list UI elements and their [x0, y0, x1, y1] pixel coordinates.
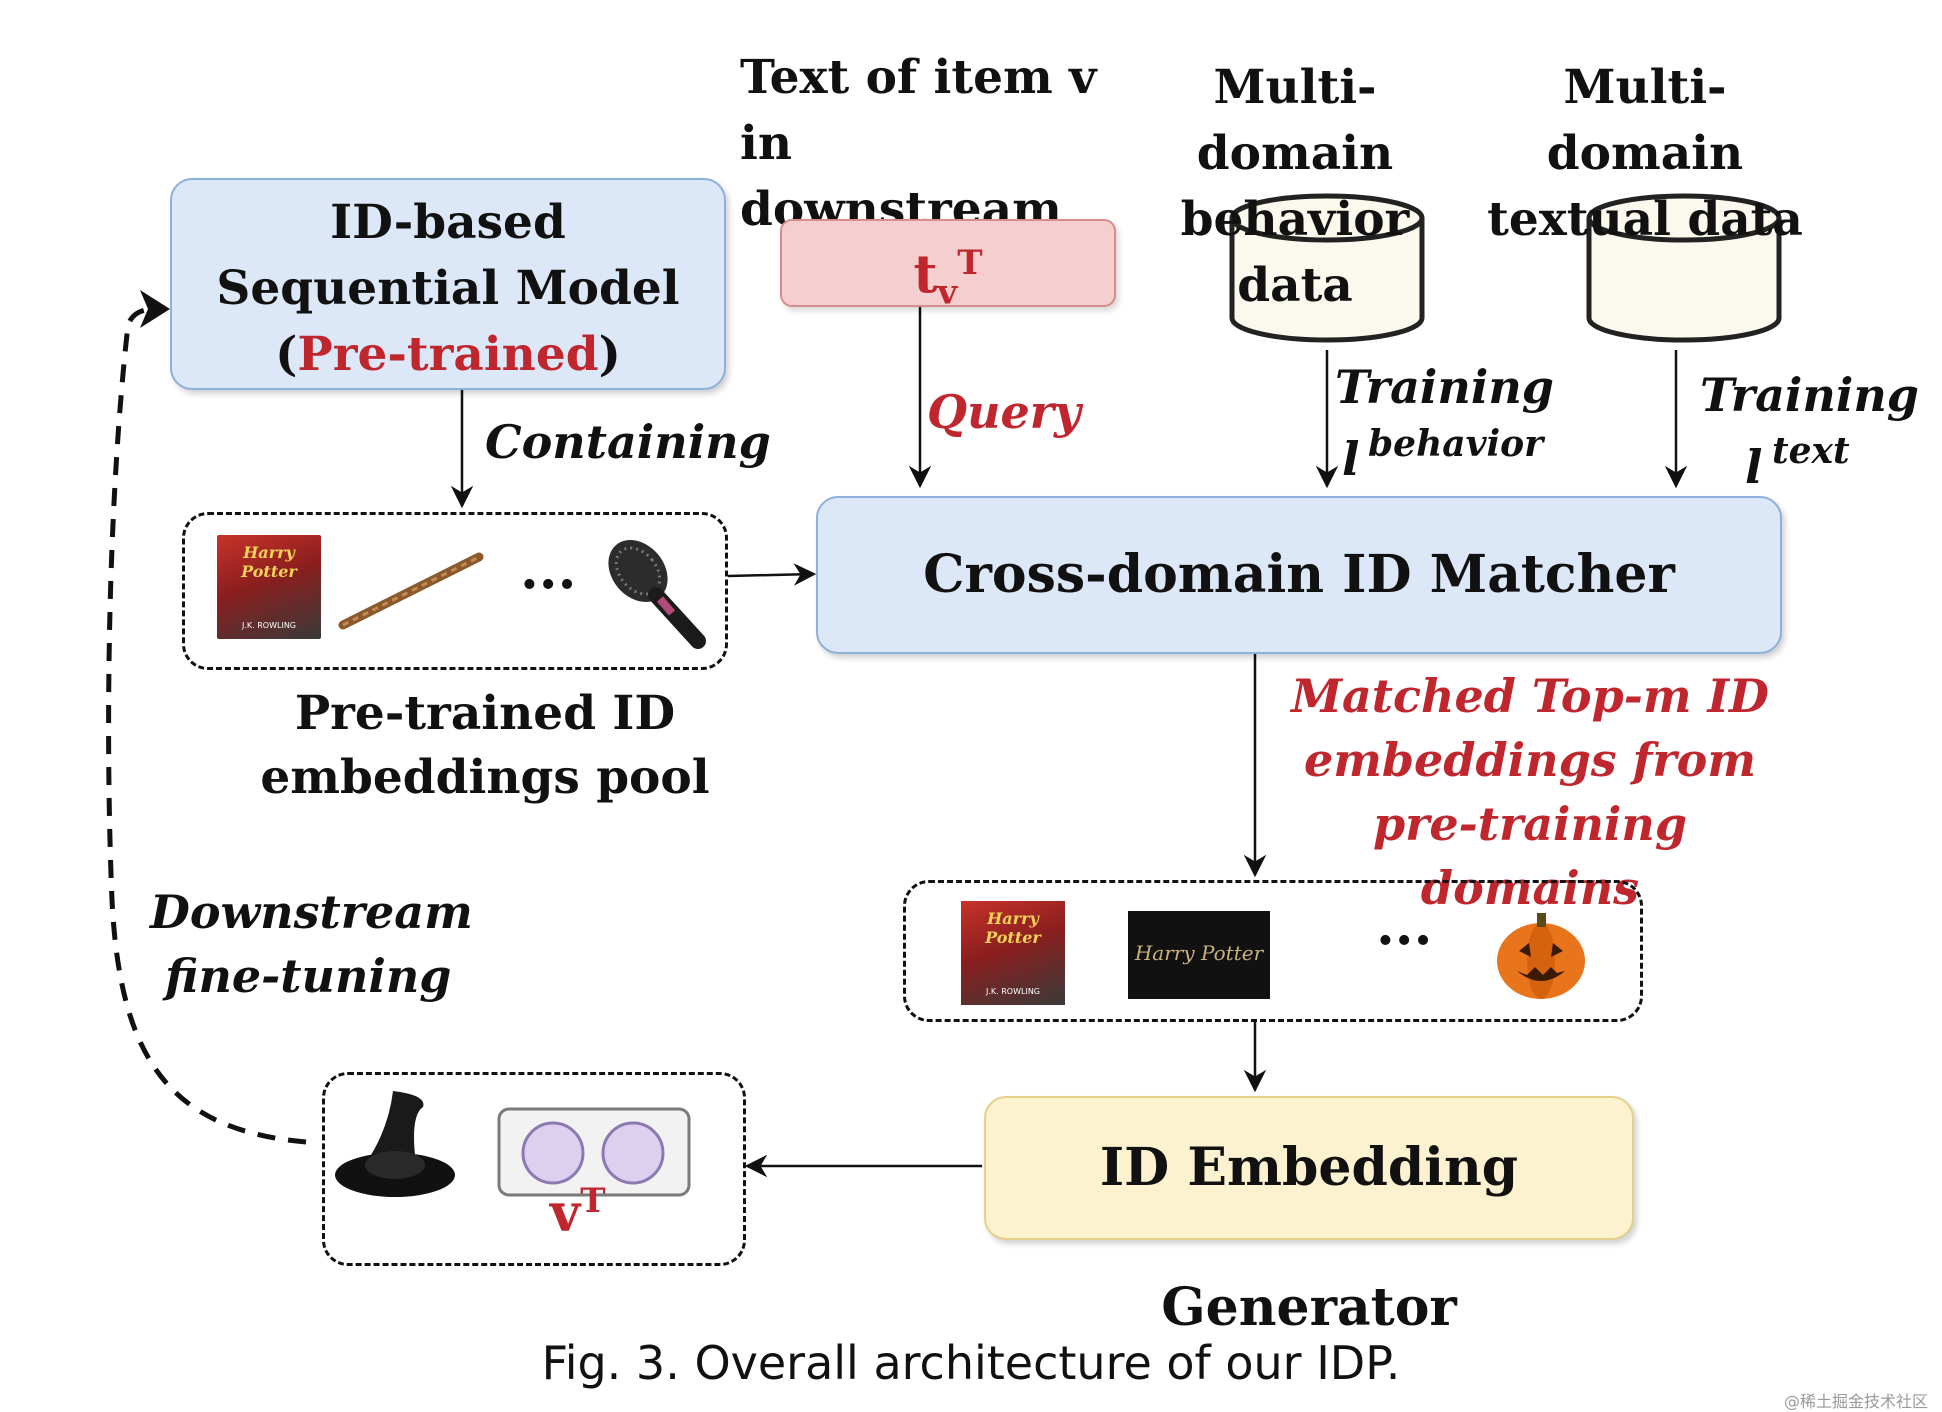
seq-open-paren: (	[275, 327, 298, 382]
book-author: J.K. ROWLING	[242, 621, 296, 630]
pool-label: Pre-trained ID embeddings pool	[200, 682, 770, 810]
matched-embeddings-box: Harry Potter J.K. ROWLING Harry Potter .…	[903, 880, 1643, 1022]
pool-label-line1: Pre-trained ID	[294, 686, 676, 741]
pool-label-line2: embeddings pool	[260, 750, 710, 805]
book-title: Harry Potter	[241, 543, 297, 581]
textual-data-label: Multi-domain textual data	[1480, 55, 1810, 253]
matched-book-title: Harry Potter	[985, 909, 1041, 947]
textual-line1: Multi-domain	[1546, 60, 1744, 181]
embedding-vector-icon	[497, 1107, 691, 1197]
matched-ellipsis: ...	[1376, 893, 1433, 957]
finetune-curve-arrow	[106, 306, 307, 1145]
text-item-line1: Text of item v	[740, 50, 1097, 105]
generator-label: ID Embedding Generator	[1099, 1137, 1519, 1338]
behavior-line2: behavior data	[1180, 192, 1410, 313]
behavior-subscript: behavior	[1368, 423, 1544, 465]
finetune-line2: fine-tuning	[165, 949, 452, 1003]
containing-label: Containing	[485, 415, 771, 469]
query-label: Query	[927, 385, 1081, 439]
text-item-label: Text of item v in downstream	[740, 45, 1120, 243]
seq-model-line3: (Pre-trained)	[172, 322, 724, 388]
generator-box: ID Embedding Generator	[984, 1096, 1634, 1338]
textual-database-icon	[1586, 193, 1782, 343]
behavior-line1: Multi-domain	[1196, 60, 1394, 181]
matcher-box: Cross-domain ID Matcher	[816, 496, 1782, 654]
l-behavior-symbol: l	[1342, 432, 1360, 486]
pretrained-tag: Pre-trained	[297, 327, 599, 382]
text-subscript: text	[1772, 430, 1850, 472]
seq-model-line1: ID-based	[330, 195, 566, 250]
tv-sup: T	[957, 243, 983, 283]
movie-icon: Harry Potter	[1128, 911, 1270, 999]
pumpkin-icon	[1497, 913, 1585, 999]
finetune-line1: Downstream	[150, 885, 473, 939]
l-text-symbol: l	[1745, 440, 1763, 494]
vT-symbol: vT	[550, 1181, 606, 1243]
tv-base: t	[913, 244, 938, 306]
textual-line2: textual data	[1487, 192, 1803, 247]
seq-model-line2: Sequential Model	[216, 261, 680, 316]
behavior-data-label: Multi-domain behavior data	[1130, 55, 1460, 319]
vt-base: v	[550, 1182, 581, 1244]
matcher-label: Cross-domain ID Matcher	[923, 544, 1675, 605]
book-icon: Harry Potter J.K. ROWLING	[217, 535, 321, 639]
movie-title: Harry Potter	[1134, 941, 1264, 965]
figure-caption: Fig. 3. Overall architecture of our IDP.	[541, 1336, 1401, 1390]
wand-icon	[338, 552, 484, 630]
matched-book-icon: Harry Potter J.K. ROWLING	[961, 901, 1065, 1005]
matched-line1: Matched Top-m ID	[1291, 669, 1769, 723]
text-embedding-box: tvT	[780, 219, 1116, 313]
matched-line3: pre-training domains	[1372, 797, 1688, 915]
output-embedding-box: vT	[322, 1072, 746, 1266]
matched-label: Matched Top-m ID embeddings from pre-tra…	[1265, 664, 1795, 920]
matched-book-author: J.K. ROWLING	[986, 987, 1040, 996]
matched-line2: embeddings from	[1303, 733, 1757, 787]
pool-ellipsis: ...	[520, 537, 577, 601]
watermark: @稀土掘金技术社区	[1783, 1392, 1928, 1411]
embeddings-pool-box: Harry Potter J.K. ROWLING ...	[182, 512, 728, 670]
training-text-label: Training	[1700, 368, 1919, 422]
finetune-label: Downstream fine-tuning	[150, 880, 473, 1008]
vt-sup: T	[580, 1181, 606, 1221]
behavior-database-icon	[1229, 193, 1425, 343]
tv-sub: v	[937, 272, 958, 313]
tvT-symbol: tvT	[782, 221, 1114, 335]
training-behavior-label: Training	[1335, 360, 1554, 414]
pool-to-matcher-arrow	[727, 563, 817, 586]
witch-hat-icon	[335, 1091, 455, 1197]
sequential-model-box: ID-based Sequential Model (Pre-trained)	[170, 178, 726, 390]
seq-close-paren: )	[598, 327, 621, 382]
finetune-arrowhead	[140, 290, 170, 328]
hair-brush-icon	[608, 540, 706, 649]
